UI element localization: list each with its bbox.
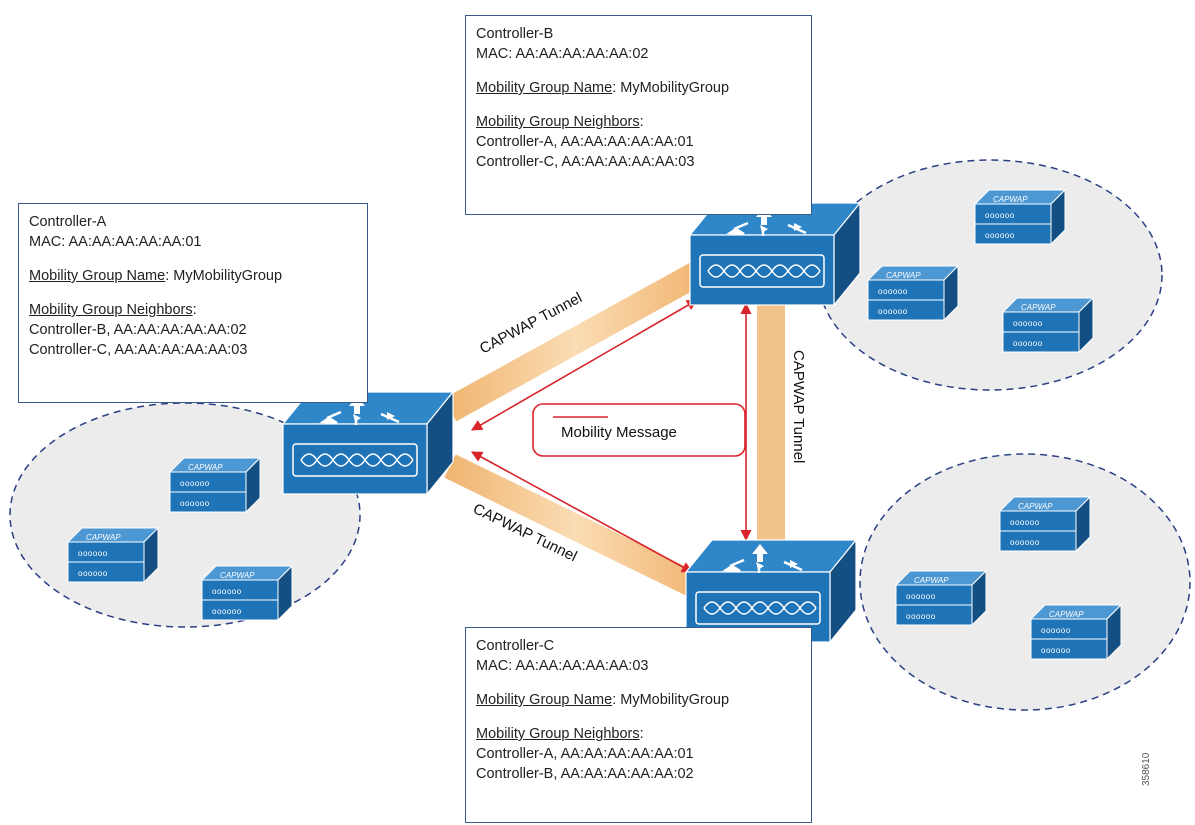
- neighbor-entry: Controller-B, AA:AA:AA:AA:AA:02: [29, 322, 247, 338]
- access-point-label: CAPWAP: [1021, 303, 1056, 312]
- controller-mac: MAC: AA:AA:AA:AA:AA:01: [29, 234, 202, 250]
- access-point-label: CAPWAP: [86, 533, 121, 542]
- access-point-label: CAPWAP: [914, 576, 949, 585]
- group-name-label: Mobility Group Name: [476, 692, 613, 708]
- message-arrow-a-b: [471, 299, 698, 431]
- neighbor-entry: Controller-A, AA:AA:AA:AA:AA:01: [476, 134, 694, 150]
- legend-label: Mobility Message: [561, 424, 677, 441]
- controller-c-info-box: Controller-C MAC: AA:AA:AA:AA:AA:03 Mobi…: [465, 627, 812, 823]
- controller-a-info-box: Controller-A MAC: AA:AA:AA:AA:AA:01 Mobi…: [18, 203, 368, 403]
- group-name-label: Mobility Group Name: [476, 80, 613, 96]
- group-name-value: : MyMobilityGroup: [612, 692, 730, 708]
- tunnel-label-b-c: CAPWAP Tunnel: [790, 350, 807, 463]
- access-point-label: CAPWAP: [220, 571, 255, 580]
- controller-b-info-box: Controller-B MAC: AA:AA:AA:AA:AA:02 Mobi…: [465, 15, 812, 215]
- neighbor-entry: Controller-A, AA:AA:AA:AA:AA:01: [476, 746, 694, 762]
- access-point-label: CAPWAP: [188, 463, 223, 472]
- message-arrow-a-c: [471, 451, 693, 573]
- access-point-label: CAPWAP: [886, 271, 921, 280]
- neighbor-entry: Controller-B, AA:AA:AA:AA:AA:02: [476, 766, 694, 782]
- controller-name: Controller-B: [476, 26, 554, 42]
- ap-labels: CAPWAP CAPWAP CAPWAP CAPWAP CAPWAP CAPWA…: [86, 195, 1084, 619]
- access-point-label: CAPWAP: [1018, 502, 1053, 511]
- access-point-label: CAPWAP: [1049, 610, 1084, 619]
- neighbors-label: Mobility Group Neighbors: [476, 726, 640, 742]
- controller-a-icon: [281, 390, 455, 496]
- neighbors-label: Mobility Group Neighbors: [29, 302, 193, 318]
- legend: Mobility Message: [532, 403, 746, 457]
- neighbors-label: Mobility Group Neighbors: [476, 114, 640, 130]
- controller-mac: MAC: AA:AA:AA:AA:AA:02: [476, 46, 649, 62]
- controller-b-icon: [688, 201, 862, 307]
- controller-name: Controller-C: [476, 638, 555, 654]
- controller-mac: MAC: AA:AA:AA:AA:AA:03: [476, 658, 649, 674]
- group-name-value: : MyMobilityGroup: [612, 80, 730, 96]
- controller-name: Controller-A: [29, 214, 107, 230]
- tunnel-a-c: [444, 454, 706, 600]
- group-name-label: Mobility Group Name: [29, 268, 166, 284]
- group-name-value: : MyMobilityGroup: [165, 268, 283, 284]
- figure-id: 358610: [1141, 752, 1152, 786]
- neighbor-entry: Controller-C, AA:AA:AA:AA:AA:03: [476, 154, 695, 170]
- neighbor-entry: Controller-C, AA:AA:AA:AA:AA:03: [29, 342, 248, 358]
- access-point-label: CAPWAP: [993, 195, 1028, 204]
